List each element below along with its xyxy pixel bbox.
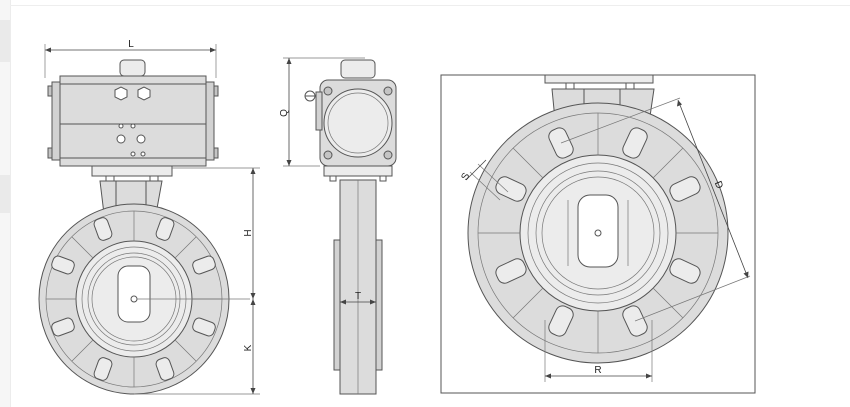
dimension-label-R: R bbox=[594, 365, 601, 376]
front-view: L bbox=[38, 39, 260, 395]
dimension-H: H bbox=[172, 167, 260, 299]
dimension-label-D: D bbox=[712, 180, 725, 191]
dimension-label-L: L bbox=[128, 39, 134, 50]
actuator-end-view bbox=[304, 59, 397, 167]
dimension-L: L bbox=[44, 39, 217, 78]
dimension-label-K: K bbox=[243, 344, 254, 351]
sidebar-mark bbox=[0, 175, 10, 213]
dimension-label-Q: Q bbox=[279, 109, 290, 117]
flange-detail-view: D S R bbox=[440, 74, 756, 394]
valve-body-side bbox=[333, 179, 383, 395]
actuator bbox=[47, 59, 219, 167]
dimension-D: D bbox=[560, 97, 751, 322]
top-rule bbox=[10, 5, 850, 6]
dimension-K: K bbox=[134, 299, 260, 395]
dimension-label-T: T bbox=[355, 291, 361, 302]
valve-body-front bbox=[38, 203, 250, 395]
dimension-T: T bbox=[340, 291, 376, 305]
dimension-label-H: H bbox=[243, 229, 254, 236]
dimension-Q: Q bbox=[279, 57, 365, 167]
bracket-side bbox=[323, 165, 393, 182]
left-sidebar-strip bbox=[0, 0, 11, 407]
dimension-S: S bbox=[459, 159, 509, 201]
dimension-label-S: S bbox=[459, 171, 472, 183]
side-view: Q bbox=[279, 57, 397, 395]
sidebar-mark bbox=[0, 20, 10, 62]
dimension-R: R bbox=[544, 320, 653, 382]
